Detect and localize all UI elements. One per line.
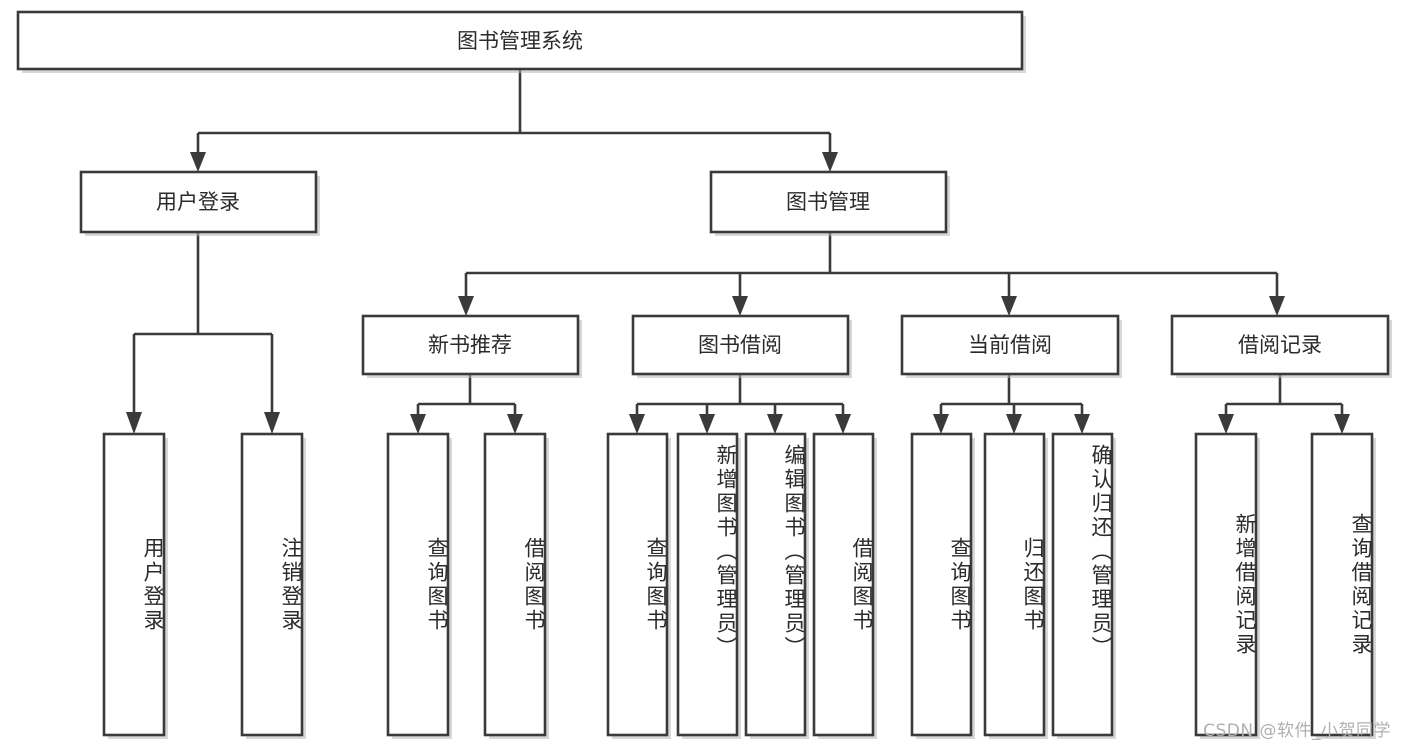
connector-group-new-book-recommend xyxy=(410,374,523,434)
node-box-leaf-user-login[interactable] xyxy=(102,432,166,737)
connector-group-root xyxy=(190,69,838,172)
node-box-book-borrow[interactable] xyxy=(631,314,850,376)
box-group-book-manage: 图书管理 xyxy=(709,170,950,236)
arrow-head-book-borrow xyxy=(732,296,748,316)
connector-group-book-borrow xyxy=(629,374,851,434)
node-label-user-login: 用户登录 xyxy=(156,190,240,214)
node-box-new-book-recommend[interactable] xyxy=(361,314,580,376)
node-label-current-borrow: 当前借阅 xyxy=(968,333,1052,357)
node-box-leaf-borrow-book-recommend[interactable] xyxy=(483,432,547,737)
arrow-head-leaf-add-book-admin xyxy=(699,414,715,434)
box-group-current-borrow: 当前借阅 xyxy=(900,314,1122,378)
connector-group-book-manage xyxy=(458,232,1285,316)
node-box-leaf-confirm-return-admin[interactable] xyxy=(1051,432,1114,737)
arrow-head-leaf-query-borrow-record xyxy=(1334,414,1350,434)
node-box-borrow-record[interactable] xyxy=(1170,314,1390,376)
node-box-user-login[interactable] xyxy=(79,170,318,234)
node-box-current-borrow[interactable] xyxy=(900,314,1120,376)
node-label-book-borrow: 图书借阅 xyxy=(698,333,782,357)
node-box-book-manage[interactable] xyxy=(709,170,948,234)
node-box-leaf-query-book-recommend[interactable] xyxy=(386,432,450,737)
box-group-borrow-record: 借阅记录 xyxy=(1170,314,1392,378)
arrow-head-leaf-query-book-recommend xyxy=(410,414,426,434)
arrow-head-leaf-user-logout xyxy=(264,412,280,434)
arrow-head-leaf-return-book xyxy=(1006,414,1022,434)
node-label-book-manage: 图书管理 xyxy=(786,190,870,214)
box-group-root: 图书管理系统 xyxy=(16,10,1026,73)
node-box-leaf-user-logout[interactable] xyxy=(240,432,304,737)
node-label-borrow-record: 借阅记录 xyxy=(1238,333,1322,357)
node-label-new-book-recommend: 新书推荐 xyxy=(428,333,512,357)
arrow-head-current-borrow xyxy=(1001,296,1017,316)
box-group-book-borrow: 图书借阅 xyxy=(631,314,852,378)
arrow-head-leaf-query-book-current xyxy=(933,414,949,434)
watermark-text: CSDN @软件_小贺同学 xyxy=(1203,721,1391,741)
arrow-head-leaf-edit-book-admin xyxy=(767,414,783,434)
leaf-box-group xyxy=(102,432,1376,739)
node-box-root[interactable] xyxy=(16,10,1024,71)
node-box-leaf-query-borrow-record[interactable] xyxy=(1310,432,1374,737)
box-group-new-book-recommend: 新书推荐 xyxy=(361,314,582,378)
connector-group-borrow-record xyxy=(1218,374,1350,434)
arrow-head-leaf-query-book-borrow xyxy=(629,414,645,434)
node-box-leaf-return-book[interactable] xyxy=(983,432,1046,737)
box-group-user-login: 用户登录 xyxy=(79,170,320,236)
connector-group-user-login xyxy=(126,232,280,434)
node-label-root: 图书管理系统 xyxy=(457,29,583,53)
arrow-head-leaf-user-login xyxy=(126,412,142,434)
node-box-leaf-edit-book-admin[interactable] xyxy=(744,432,807,737)
node-box-leaf-query-book-borrow[interactable] xyxy=(606,432,669,737)
node-box-leaf-add-book-admin[interactable] xyxy=(676,432,739,737)
arrow-head-leaf-borrow-book-recommend xyxy=(507,414,523,434)
arrow-head-new-book-recommend xyxy=(458,296,474,316)
node-box-leaf-borrow-book[interactable] xyxy=(812,432,875,737)
arrow-head-user-login xyxy=(190,152,206,172)
arrow-head-leaf-borrow-book xyxy=(835,414,851,434)
arrow-head-book-manage xyxy=(822,152,838,172)
arrow-head-leaf-confirm-return-admin xyxy=(1074,414,1090,434)
arrow-head-leaf-add-borrow-record xyxy=(1218,414,1234,434)
arrow-head-borrow-record xyxy=(1269,296,1285,316)
node-box-leaf-add-borrow-record[interactable] xyxy=(1194,432,1258,737)
node-box-leaf-query-book-current[interactable] xyxy=(910,432,973,737)
connector-group-current-borrow xyxy=(933,374,1090,434)
